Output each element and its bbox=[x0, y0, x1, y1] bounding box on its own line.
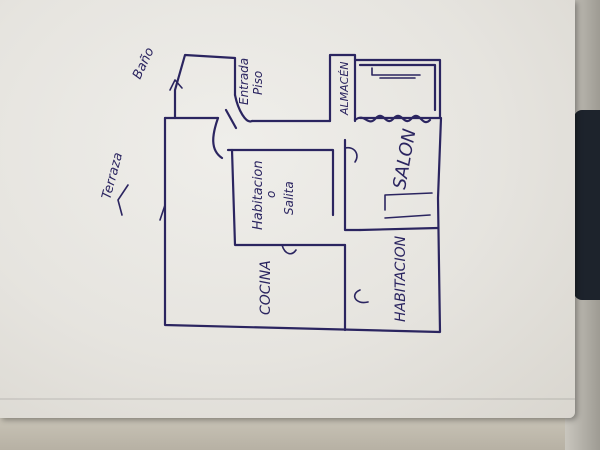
bedroom-door bbox=[353, 289, 369, 304]
entrance-door bbox=[212, 93, 254, 160]
salon-top-box bbox=[353, 58, 442, 120]
almacen-walls bbox=[328, 53, 357, 123]
salon-divider bbox=[353, 114, 432, 124]
label-salon: SALON bbox=[389, 127, 420, 191]
label-habitacion: HABITACION bbox=[393, 235, 409, 322]
salon-partition bbox=[384, 192, 433, 219]
notebook-page bbox=[0, 0, 575, 418]
salita-door bbox=[281, 244, 297, 255]
label-habitacion-salita-1: Habitacion bbox=[251, 160, 266, 230]
hall-wall-right bbox=[343, 138, 362, 232]
hall-wall-left bbox=[226, 148, 335, 217]
hall-door bbox=[344, 146, 358, 163]
label-entrada: Entrada bbox=[237, 58, 251, 105]
page-edge bbox=[0, 398, 575, 400]
label-bano: Baño bbox=[130, 45, 158, 81]
outer-wall bbox=[163, 116, 443, 334]
label-habitacion-salita-2: o bbox=[264, 191, 278, 198]
bedroom-top-wall bbox=[358, 226, 440, 232]
dark-fabric bbox=[574, 110, 600, 300]
salita-walls bbox=[230, 148, 347, 247]
label-cocina: COCINA bbox=[258, 260, 274, 315]
salon-fixture bbox=[371, 67, 421, 79]
bathroom-door bbox=[169, 79, 183, 91]
terrace-door bbox=[159, 204, 166, 221]
bathroom-walls bbox=[173, 53, 237, 120]
label-almacen: ALMACÉN bbox=[338, 61, 351, 116]
terrace-bracket bbox=[117, 184, 129, 216]
label-piso: Piso bbox=[251, 71, 265, 95]
label-habitacion-salita-3: Salita bbox=[282, 181, 296, 215]
